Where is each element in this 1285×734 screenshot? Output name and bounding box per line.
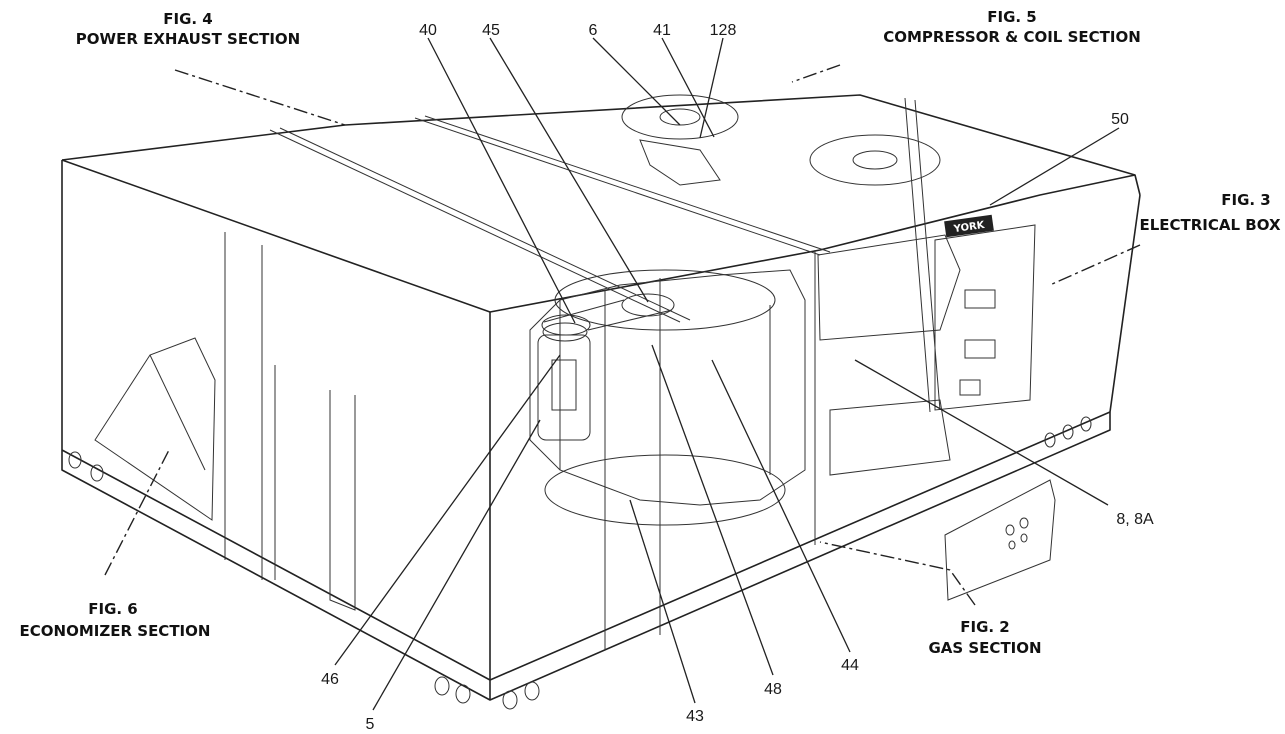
fig6-number: FIG. 6	[88, 600, 138, 618]
electrical-box	[934, 224, 1036, 411]
fig6-title: ECONOMIZER SECTION	[20, 622, 211, 640]
callout-44: 44	[841, 657, 859, 674]
fig3-title: ELECTRICAL BOX	[1139, 216, 1280, 234]
callout-6: 6	[589, 22, 598, 39]
brand-plate: YORK	[944, 214, 994, 238]
condenser-fans	[621, 94, 941, 186]
brand-plate-text: YORK	[952, 220, 986, 235]
callout-40: 40	[419, 22, 437, 39]
callout-41: 41	[653, 22, 671, 39]
callout-50: 50	[1111, 111, 1129, 128]
blower-motor	[537, 322, 591, 441]
pulleys	[541, 293, 675, 336]
fig2-title: GAS SECTION	[928, 639, 1041, 657]
fig2-number: FIG. 2	[960, 618, 1010, 636]
callout-5: 5	[366, 716, 375, 733]
callout-45: 45	[482, 22, 500, 39]
callout-leaders	[334, 37, 1120, 711]
blower-assembly	[529, 269, 806, 526]
callout-46: 46	[321, 671, 339, 688]
fig3-number: FIG. 3	[1221, 191, 1271, 209]
callout-43: 43	[686, 708, 704, 725]
fig5-number: FIG. 5	[987, 8, 1037, 26]
fig5-title: COMPRESSOR & COIL SECTION	[883, 28, 1141, 46]
fig4-number: FIG. 4	[163, 10, 213, 28]
section-leaders	[104, 64, 1141, 606]
compressor-section	[817, 234, 961, 476]
callout-8-8a: 8, 8A	[1116, 511, 1154, 528]
gas-access-panel	[944, 479, 1056, 601]
fig4-title: POWER EXHAUST SECTION	[76, 30, 300, 48]
economizer-section	[94, 337, 356, 611]
callout-128: 128	[710, 22, 737, 39]
unit-cabinet	[61, 94, 1141, 710]
callout-48: 48	[764, 681, 782, 698]
